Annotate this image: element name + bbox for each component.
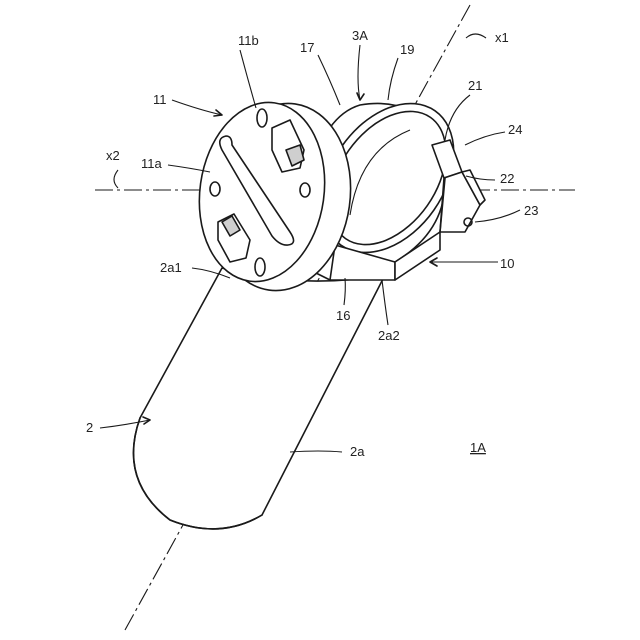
label-x2: x2 — [106, 148, 120, 163]
label-10: 10 — [500, 256, 514, 271]
label-11: 11 — [153, 92, 167, 107]
label-21: 21 — [468, 78, 482, 93]
label-2: 2 — [86, 420, 93, 435]
label-2a: 2a — [350, 444, 365, 459]
label-1A: 1A — [470, 440, 486, 455]
label-3A: 3A — [352, 28, 368, 43]
label-16: 16 — [336, 308, 350, 323]
label-2a1: 2a1 — [160, 260, 182, 275]
label-11b: 11b — [238, 33, 259, 48]
label-x1: x1 — [495, 30, 509, 45]
label-11a: 11a — [141, 156, 162, 171]
label-24: 24 — [508, 122, 522, 137]
label-23: 23 — [524, 203, 538, 218]
label-17: 17 — [300, 40, 314, 55]
label-22: 22 — [500, 171, 514, 186]
label-2a2: 2a2 — [378, 328, 400, 343]
label-19: 19 — [400, 42, 414, 57]
